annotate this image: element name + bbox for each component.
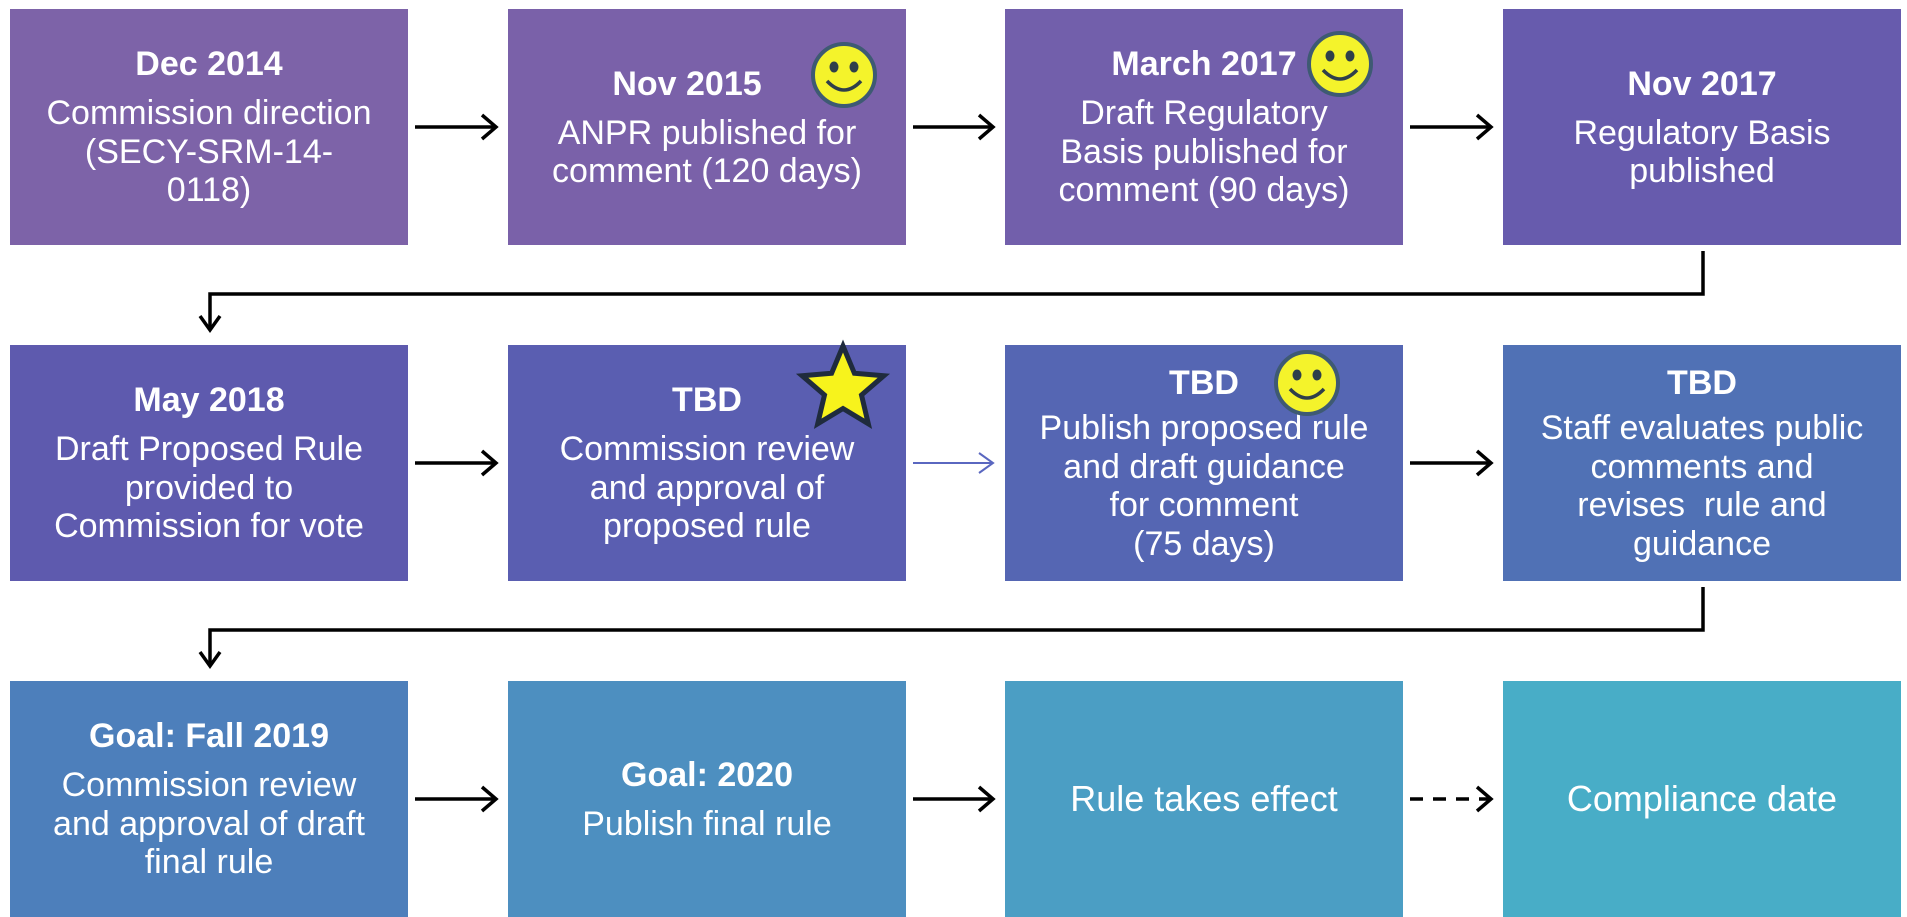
step-box-goal-2020: Goal: 2020 Publish final rule <box>508 681 906 917</box>
arrow-connector <box>913 785 996 813</box>
arrow-connector-highlight <box>913 452 995 474</box>
step-description: Regulatory Basis published <box>1573 113 1831 191</box>
step-box-dec-2014: Dec 2014 Commission direction (SECY-SRM-… <box>10 9 408 245</box>
step-description: Rule takes effect Compliance date <box>1566 777 1838 819</box>
step-date: Goal: Fall 2019 <box>89 717 329 756</box>
smiley-icon <box>1307 31 1373 97</box>
step-box-nov-2015: Nov 2015 ANPR published for comment (120… <box>508 9 906 245</box>
step-date: March 2017 <box>1111 45 1297 84</box>
step-description: Draft Regulatory Basis published for com… <box>1058 94 1350 210</box>
step-description: Commission review and approval of draft … <box>53 766 365 882</box>
step-description: Staff evaluates public comments and revi… <box>1540 409 1864 563</box>
step-date: TBD <box>672 381 742 420</box>
step-description: Commission review and approval of propos… <box>559 430 855 546</box>
step-date: Nov 2015 <box>612 64 762 103</box>
step-box-nov-2017: Nov 2017 Regulatory Basis published <box>1503 9 1901 245</box>
step-description: ANPR published for comment (120 days) <box>552 113 862 191</box>
step-date: May 2018 <box>133 381 285 420</box>
arrow-connector <box>415 449 499 477</box>
step-description: Publish proposed rule and draft guidance… <box>1039 409 1369 563</box>
step-date: Dec 2014 <box>135 45 283 84</box>
step-description: Publish final rule <box>582 804 832 843</box>
step-description: Rule takes effect <box>1070 777 1338 819</box>
step-box-march-2017: March 2017 Draft Regulatory Basis publis… <box>1005 9 1403 245</box>
step-description: Draft Proposed Rule provided to Commissi… <box>54 430 364 546</box>
star-icon <box>795 339 891 430</box>
smiley-icon <box>811 42 877 108</box>
arrow-connector <box>1410 113 1494 141</box>
arrow-connector <box>415 785 499 813</box>
step-box-rule-takes-effect: Rule takes effect <box>1005 681 1403 917</box>
step-box-may-2018: May 2018 Draft Proposed Rule provided to… <box>10 345 408 581</box>
step-date: Nov 2017 <box>1627 64 1777 103</box>
dashed-arrow-connector <box>1410 785 1494 813</box>
step-date: Goal: 2020 <box>621 755 793 794</box>
arrow-connector <box>913 113 996 141</box>
step-date: TBD <box>1667 364 1737 402</box>
arrow-connector <box>415 113 499 141</box>
step-box-tbd-staff-evaluates: TBD Staff evaluates public comments and … <box>1503 345 1901 581</box>
step-description: Commission direction (SECY-SRM-14- 0118) <box>46 94 372 210</box>
step-box-goal-fall-2019: Goal: Fall 2019 Commission review and ap… <box>10 681 408 917</box>
elbow-connector <box>198 587 1705 670</box>
elbow-connector <box>198 251 1705 334</box>
smiley-icon <box>1274 350 1340 416</box>
step-box-compliance-date: Rule takes effect Compliance date <box>1503 681 1901 917</box>
arrow-connector <box>1410 449 1494 477</box>
step-date: TBD <box>1169 364 1239 402</box>
